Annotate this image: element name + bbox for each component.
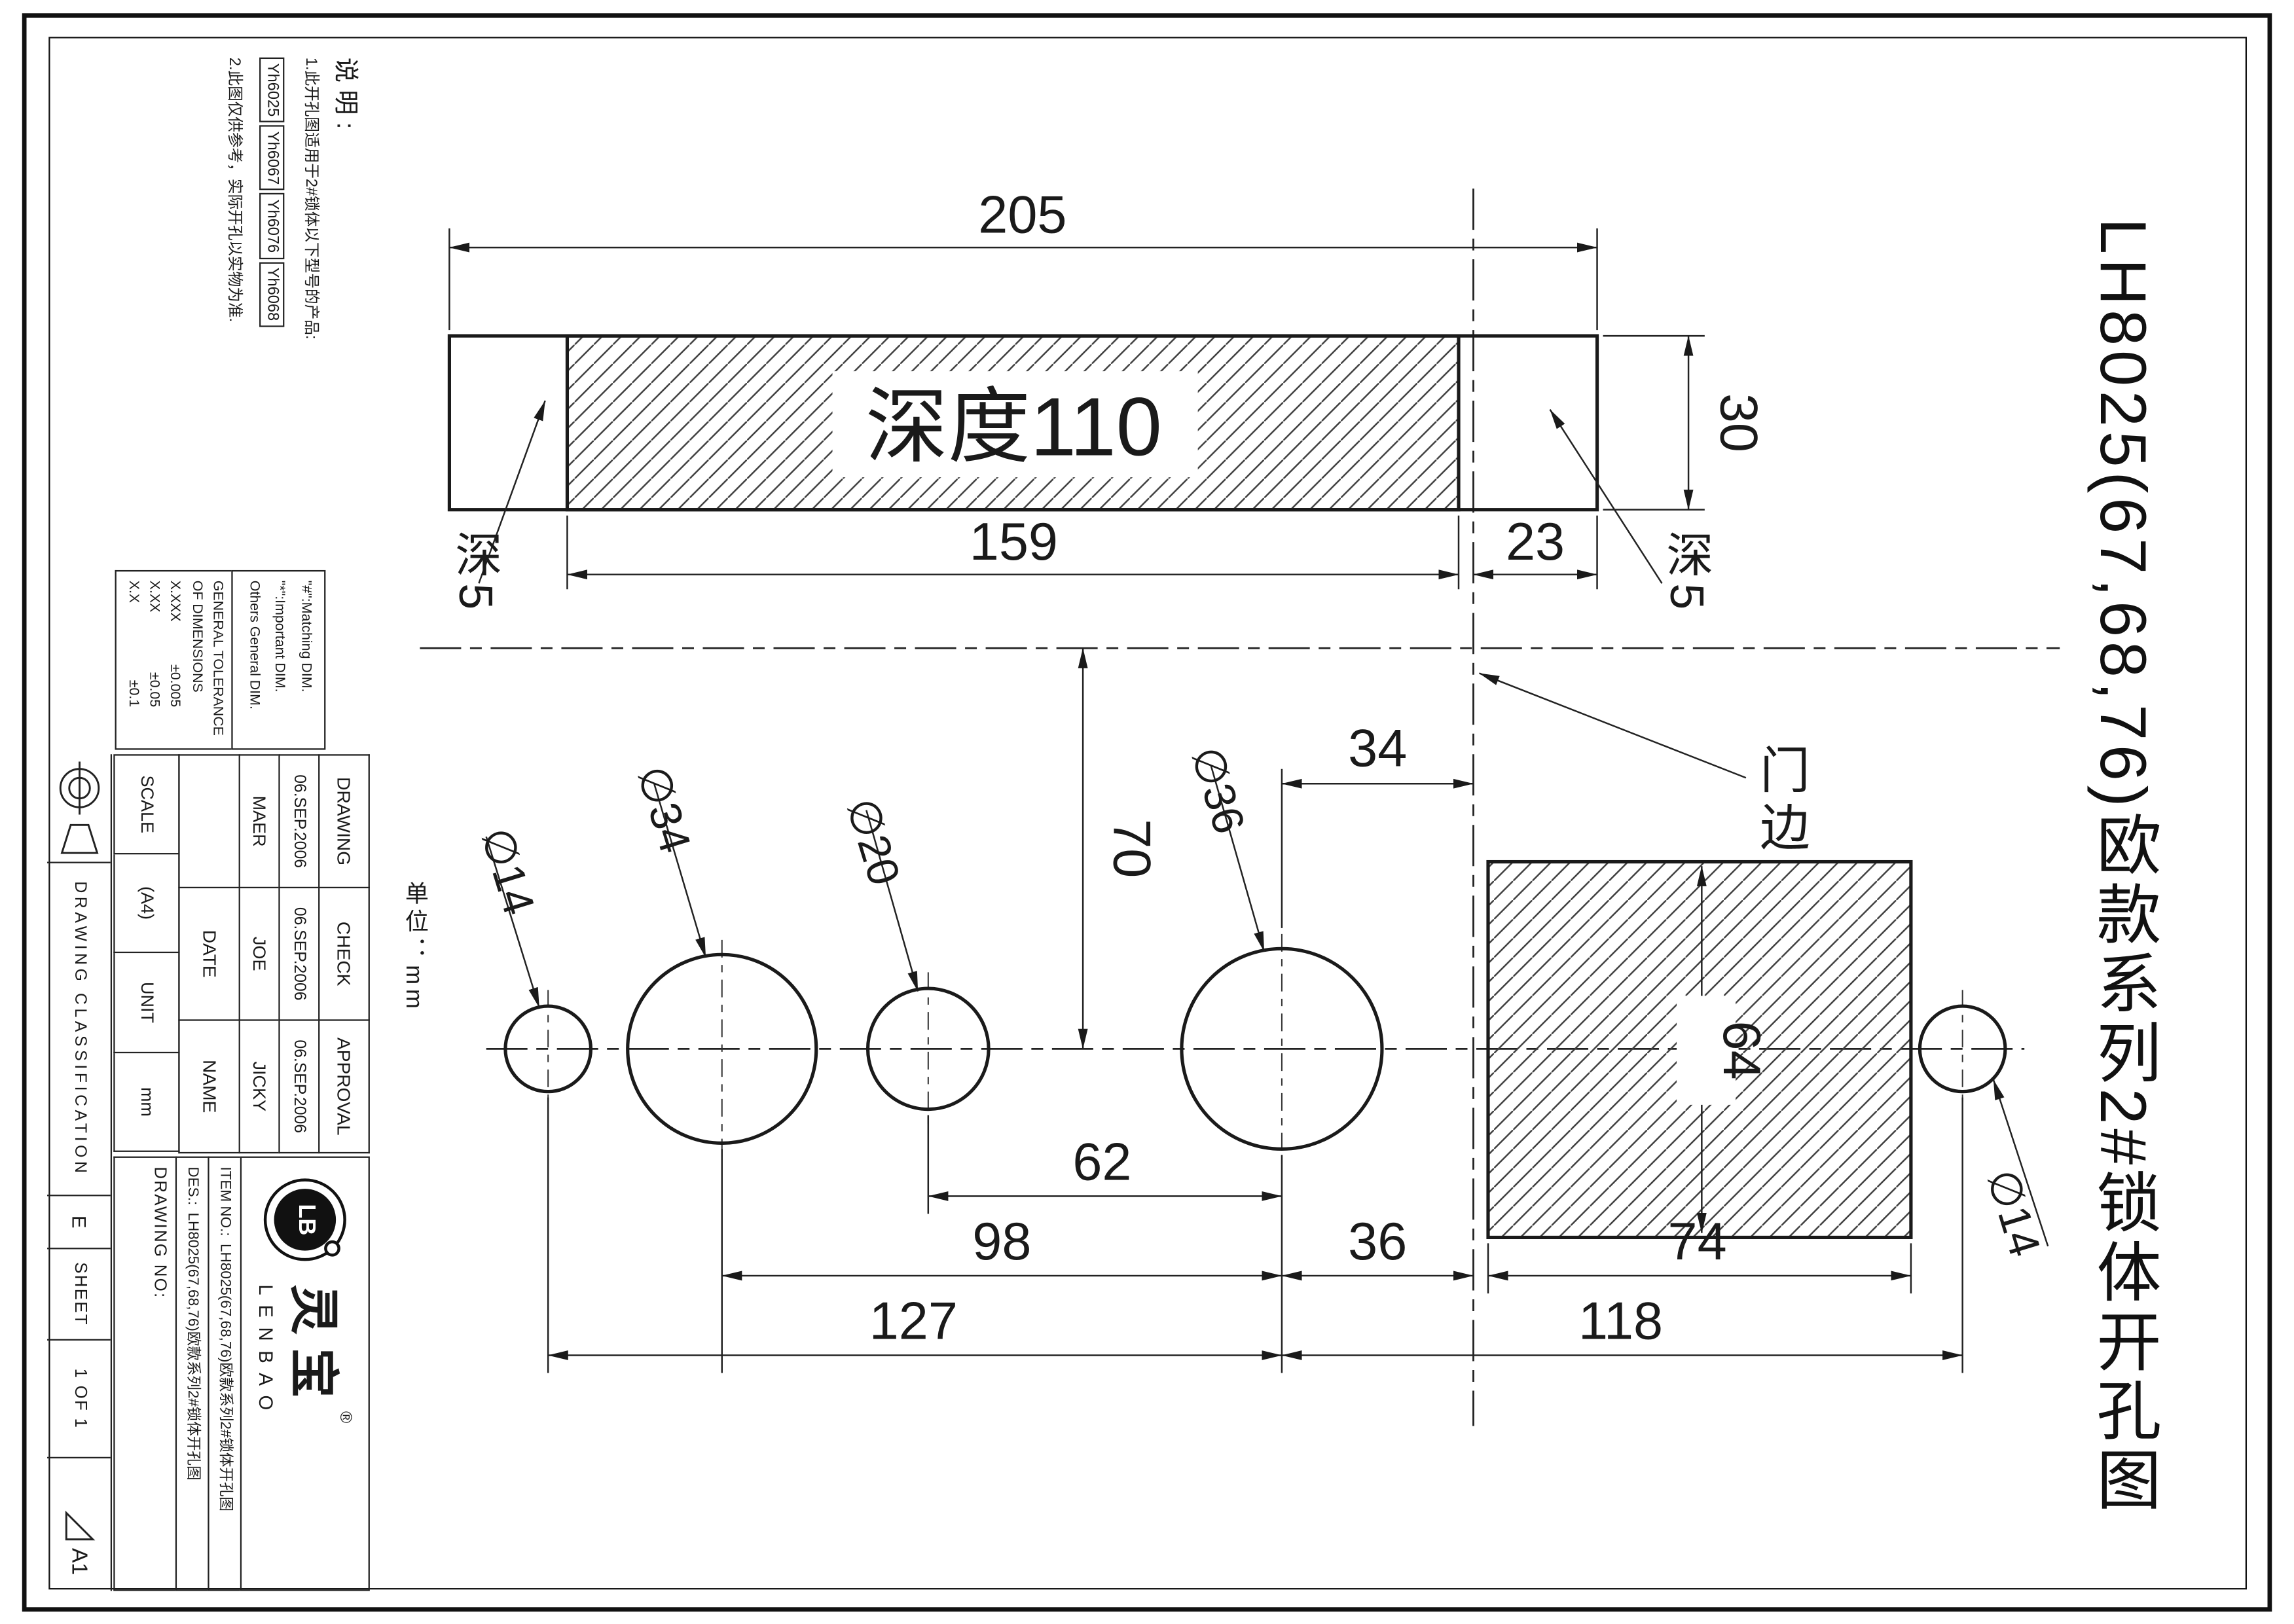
tolerance-row: X.XX±0.05 (146, 580, 163, 708)
sheet-inner-border (48, 37, 2248, 1590)
logo-words: 灵宝® LENBAO (255, 1284, 354, 1423)
lenbao-logo-icon: LB (263, 1178, 346, 1261)
dim-note-important: "*":Important DIM. (272, 580, 288, 693)
note-1: 1.此开孔图适用于2#锁体以下型号的产品: (302, 57, 320, 340)
classification-strip: DRAWING CLASSIFICATION E SHEET 1 OF 1 A1 (48, 754, 113, 1591)
brand-english: LENBAO (255, 1284, 278, 1420)
tolerance-title-2: OF DIMENSIONS (188, 580, 205, 693)
unit-note: 单位：mm (401, 880, 426, 1013)
cell-blank (179, 755, 240, 888)
cell-date-header: DATE (179, 887, 240, 1020)
registered-mark: ® (337, 1411, 355, 1424)
cell-drawing: DRAWING (319, 755, 369, 888)
title-block: 说明: 1.此开孔图适用于2#锁体以下型号的产品: Yh6025 Yh6067 … (48, 52, 370, 1591)
tolerance-title-1: GENERAL TOLERANCE (209, 580, 226, 736)
unit-value: mm (113, 1053, 180, 1152)
sheet-size-mark: A1 (48, 1494, 111, 1591)
size-triangle-icon (65, 1510, 96, 1540)
notes-block: 说明: 1.此开孔图适用于2#锁体以下型号的产品: Yh6025 Yh6067 … (215, 57, 367, 374)
scale-value: (A4) (113, 854, 180, 954)
sheet-outer-border (22, 13, 2272, 1612)
cell-date-1: 06.SEP.2006 (279, 755, 319, 888)
sheet-value: 1 OF 1 (48, 1340, 111, 1458)
sheet-label: SHEET (48, 1249, 111, 1341)
cell-name-jicky: JICKY (239, 1020, 280, 1153)
projection-symbol-icon (48, 754, 111, 863)
item-no-value: LH8025(67,68,76)欧款系列2#锁体开孔图 (216, 1243, 233, 1511)
notes-heading: 说明: (331, 57, 360, 137)
cell-approval: APPROVAL (319, 1020, 369, 1153)
door-edge-label: 门边 (1751, 744, 1808, 859)
scale-label: SCALE (113, 754, 180, 855)
depth5-label-right: 深5 (1660, 530, 1714, 616)
tolerance-block: GENERAL TOLERANCE OF DIMENSIONS X.XXX±0.… (115, 569, 232, 750)
dimension-notes: "#":Matching DIM. "*":Important DIM. Oth… (231, 569, 326, 750)
tolerance-row: X.XXX±0.005 (167, 580, 184, 708)
cell-date-2: 06.SEP.2006 (279, 887, 319, 1020)
cell-name-header: NAME (179, 1020, 240, 1153)
cell-check: CHECK (319, 887, 369, 1020)
model-yh6068: Yh6068 (260, 261, 285, 327)
model-yh6025: Yh6025 (260, 57, 285, 123)
dim-note-general: Others General DIM. (246, 580, 263, 710)
cell-date-3: 06.SEP.2006 (279, 1020, 319, 1153)
classification-value: E (48, 1196, 111, 1250)
drawing-no-row: DRAWING NO: (113, 1156, 175, 1591)
model-yh6076: Yh6076 (260, 193, 285, 259)
des-row: DES.: LH8025(67,68,76)欧款系列2#锁体开孔图 (175, 1156, 208, 1591)
des-value: LH8025(67,68,76)欧款系列2#锁体开孔图 (184, 1212, 201, 1481)
approval-table: DRAWING CHECK APPROVAL 06.SEP.2006 06.SE… (178, 754, 370, 1153)
depth5-label-left: 深5 (449, 530, 503, 616)
unit-label: UNIT (113, 953, 180, 1054)
logo-box: LB 灵宝® LENBAO (240, 1156, 370, 1591)
spacer (48, 1458, 111, 1494)
classification-label: DRAWING CLASSIFICATION (48, 863, 111, 1197)
note-2: 2.此图仅供参考，实际开孔以实物为准. (225, 57, 244, 323)
dim-note-matching: "#":Matching DIM. (297, 580, 314, 693)
tolerance-row: X.X±0.1 (125, 580, 142, 708)
model-list: Yh6025 Yh6067 Yh6076 Yh6068 (253, 57, 292, 374)
item-no-label: ITEM NO.: (216, 1166, 233, 1236)
scale-row: SCALE (A4) UNIT mm (113, 754, 180, 1152)
model-yh6067: Yh6067 (260, 125, 285, 191)
brand-chinese: 灵宝 (285, 1284, 341, 1411)
des-label: DES.: (184, 1166, 201, 1206)
item-no-row: ITEM NO.: LH8025(67,68,76)欧款系列2#锁体开孔图 (208, 1156, 240, 1591)
logo-dot (324, 1240, 340, 1257)
cell-name-joe: JOE (239, 887, 280, 1020)
cell-name-maer: MAER (239, 755, 280, 888)
drawing-title: LH8025(67,68,76)欧款系列2#锁体开孔图 (2086, 218, 2158, 1515)
